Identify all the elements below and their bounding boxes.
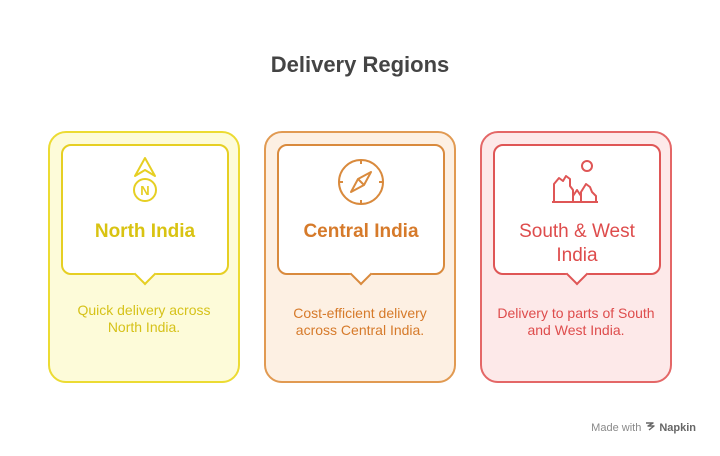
footer-attribution[interactable]: Made with Napkin (591, 421, 696, 434)
region-description: Delivery to parts of South and West Indi… (497, 305, 655, 338)
brand-name: Napkin (659, 421, 696, 434)
compass-north-arrow-icon: N (63, 156, 227, 204)
made-with-label: Made with (591, 421, 642, 434)
page-title: Delivery Regions (270, 52, 450, 77)
region-card-header: South & West India (493, 144, 661, 286)
region-description: Quick delivery across North India. (77, 302, 211, 335)
callout-pointer (133, 262, 157, 286)
region-card-central-india: Central India Cost-efficient delivery ac… (264, 131, 456, 383)
region-card-south-west-india: South & West India Delivery to parts of … (480, 131, 672, 383)
region-heading: South & West India (519, 221, 635, 266)
region-card-north-india: N North India Quick delivery across Nort… (48, 131, 240, 383)
mountains-sun-icon (495, 160, 659, 204)
region-heading: North India (94, 221, 196, 242)
napkin-logo-icon (645, 421, 656, 434)
region-description: Cost-efficient delivery across Central I… (293, 305, 427, 338)
region-heading: Central India (303, 221, 419, 242)
compass-icon (279, 158, 443, 206)
callout-pointer (349, 262, 373, 286)
region-card-header: Central India (277, 144, 445, 286)
svg-text:N: N (140, 183, 149, 198)
region-card-header: N North India (61, 144, 229, 286)
